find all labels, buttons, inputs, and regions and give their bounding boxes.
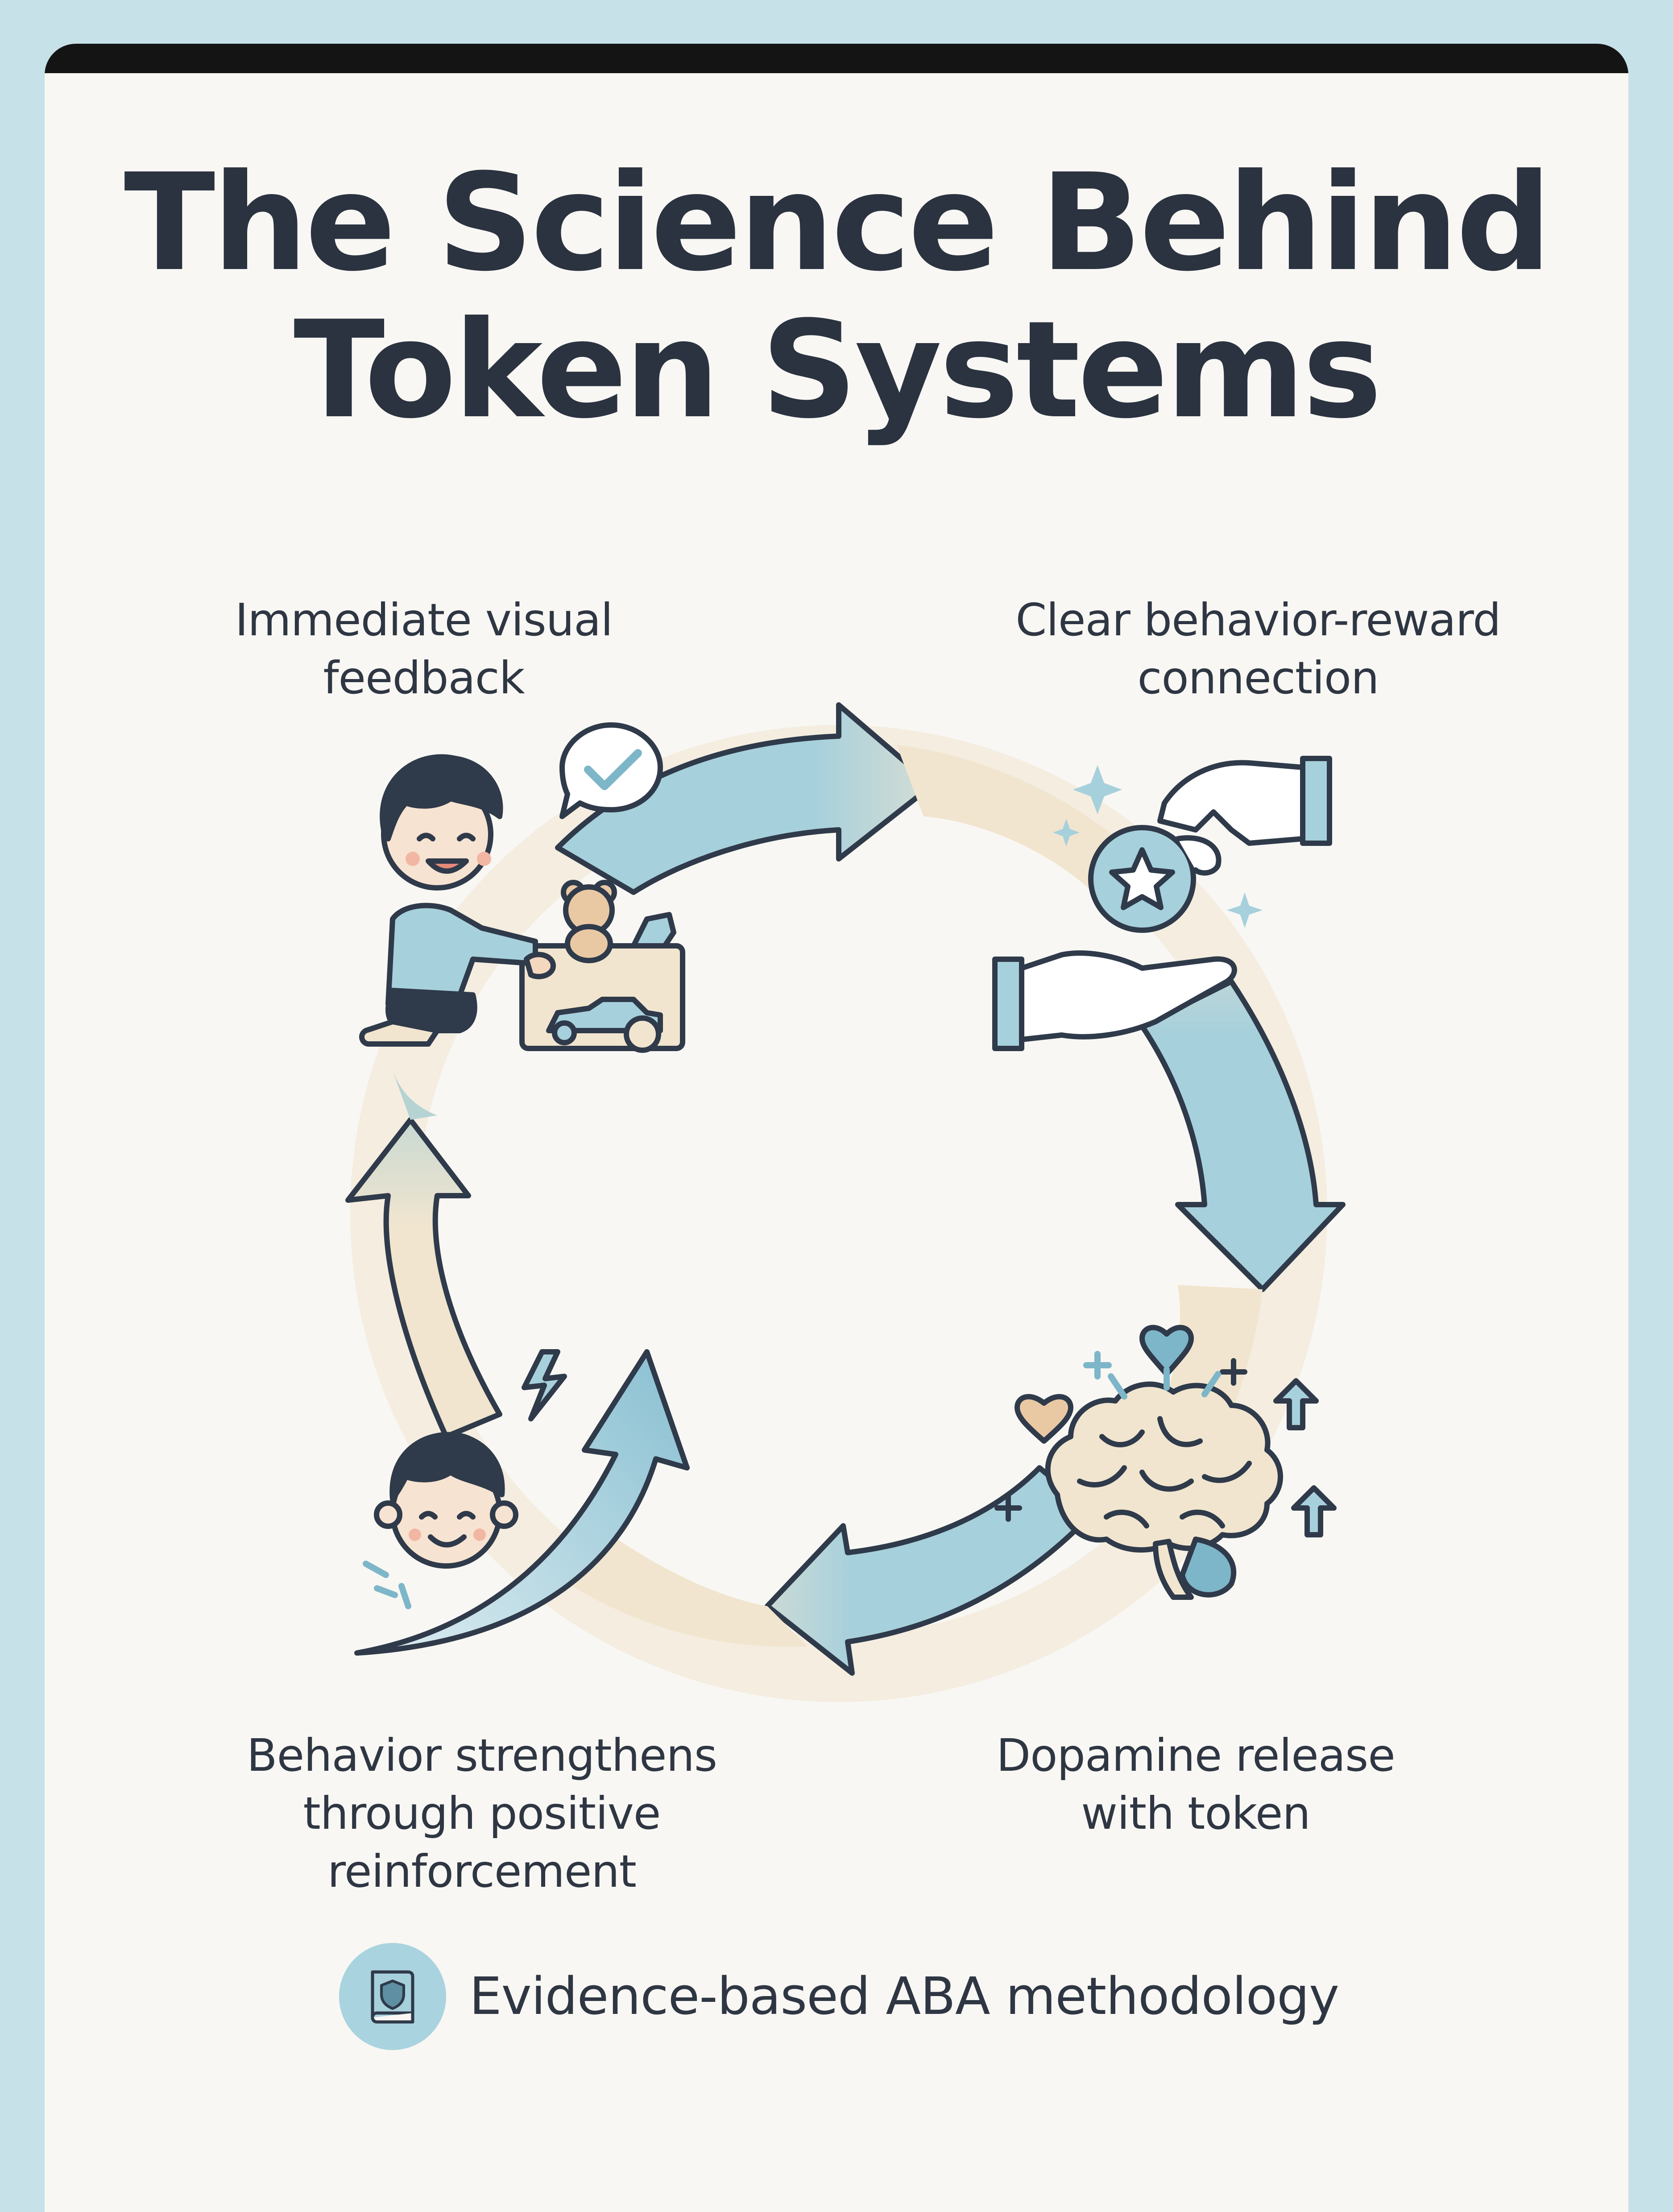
step-label-dopamine-line-2: with token <box>1081 1787 1311 1839</box>
smiling-child-rising-arrow-icon <box>354 1349 690 1656</box>
step-label-feedback-line-2: feedback <box>323 652 525 704</box>
step-label-dopamine-line-1: Dopamine release <box>996 1729 1395 1781</box>
page-title: The Science Behind Token Systems <box>0 149 1673 444</box>
step-label-connection-line-1: Clear behavior-reward <box>1015 594 1501 646</box>
step-label-strengthens: Behavior strengthens through positive re… <box>201 1727 763 1901</box>
title-line-2: Token Systems <box>293 292 1382 448</box>
step-label-dopamine: Dopamine release with token <box>937 1727 1454 1843</box>
arrow-dopamine-to-strengthens <box>549 1465 1096 1676</box>
shield-book-glyph <box>371 1970 414 2024</box>
footer-text: Evidence-based ABA methodology <box>469 1967 1339 2026</box>
step-label-strengthens-line-1: Behavior strengthens <box>246 1729 717 1781</box>
child-tidying-toys-icon <box>359 722 685 1053</box>
footer-note: Evidence-based ABA methodology <box>339 1943 1339 2050</box>
top-bar <box>45 44 1628 73</box>
step-label-strengthens-line-2: through positive <box>303 1787 661 1839</box>
step-label-feedback: Immediate visual feedback <box>192 591 656 707</box>
step-label-connection-line-2: connection <box>1137 652 1379 704</box>
title-line-1: The Science Behind <box>124 145 1552 301</box>
step-label-feedback-line-1: Immediate visual <box>235 594 613 646</box>
shield-book-icon <box>339 1943 446 2050</box>
hand-giving-star-token-icon <box>992 756 1332 1051</box>
step-label-strengthens-line-3: reinforcement <box>327 1845 637 1897</box>
step-label-connection: Clear behavior-reward connection <box>973 591 1544 707</box>
brain-with-hearts-icon <box>994 1325 1337 1600</box>
arrow-strengthens-to-feedback <box>345 1071 502 1439</box>
infographic-card <box>45 44 1628 2212</box>
